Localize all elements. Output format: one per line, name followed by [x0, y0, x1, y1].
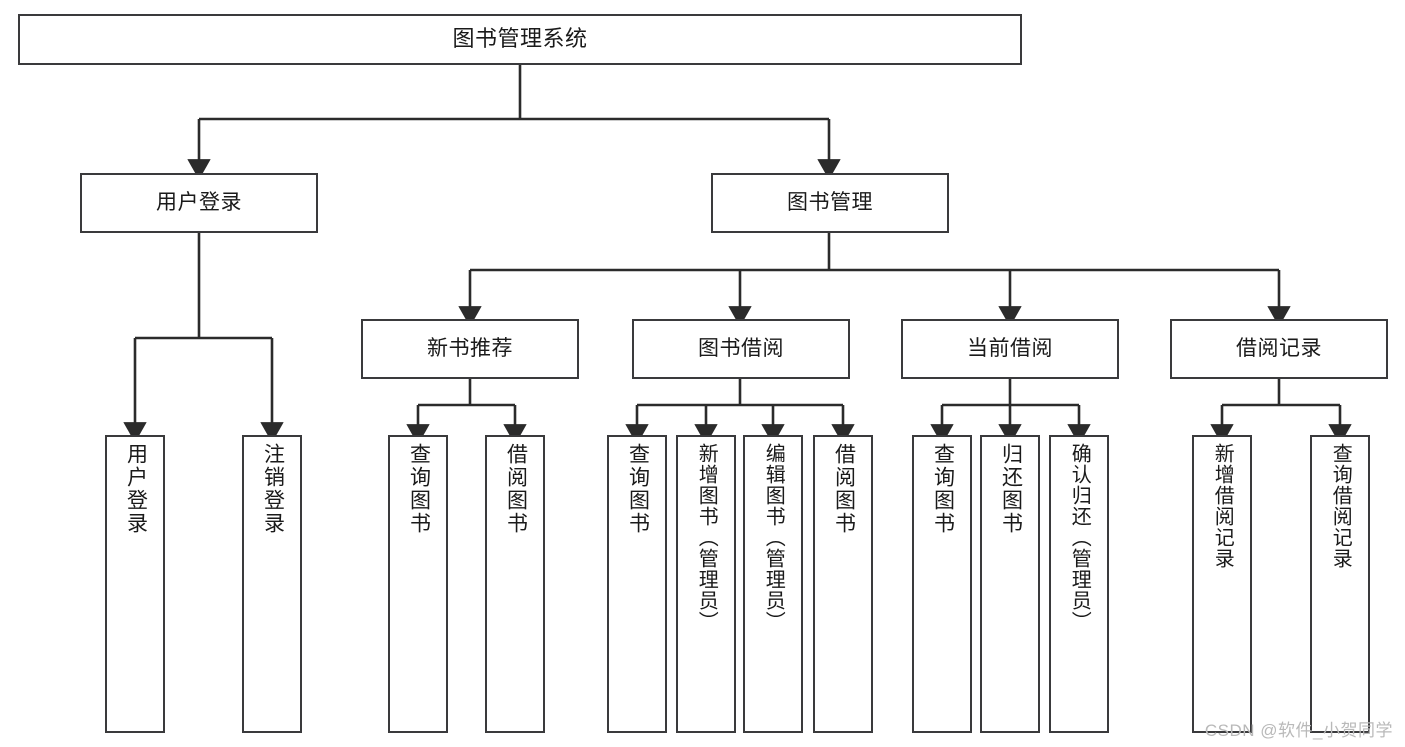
node-label: 当前借阅	[967, 337, 1053, 361]
node-label: 借阅记录	[1236, 337, 1322, 361]
node-label: 查询图书	[931, 443, 955, 535]
node-leaf-add-book-admin[interactable]: 新增图书（管理员）	[676, 435, 736, 733]
node-leaf-user-login[interactable]: 用户登录	[105, 435, 165, 733]
node-label: 图书管理	[787, 191, 873, 215]
node-leaf-borrow-book-recommend[interactable]: 借阅图书	[485, 435, 545, 733]
node-label: 新增图书（管理员）	[695, 443, 718, 632]
node-current-borrow[interactable]: 当前借阅	[901, 319, 1119, 379]
node-leaf-query-borrow-record[interactable]: 查询借阅记录	[1310, 435, 1370, 733]
node-label: 新增借阅记录	[1211, 443, 1234, 569]
node-book-borrow[interactable]: 图书借阅	[632, 319, 850, 379]
node-label: 用户登录	[124, 443, 148, 535]
node-label: 查询图书	[407, 443, 431, 535]
node-label: 查询借阅记录	[1329, 443, 1352, 569]
node-leaf-edit-book-admin[interactable]: 编辑图书（管理员）	[743, 435, 803, 733]
node-root-book-management-system[interactable]: 图书管理系统	[18, 14, 1022, 65]
node-book-management[interactable]: 图书管理	[711, 173, 949, 233]
node-label: 借阅图书	[504, 443, 528, 535]
node-label: 新书推荐	[427, 337, 513, 361]
node-label: 查询图书	[626, 443, 650, 535]
node-label: 用户登录	[156, 191, 242, 215]
node-label: 借阅图书	[832, 443, 856, 535]
node-leaf-query-book-current[interactable]: 查询图书	[912, 435, 972, 733]
node-leaf-confirm-return-admin[interactable]: 确认归还（管理员）	[1049, 435, 1109, 733]
node-label: 图书管理系统	[452, 26, 588, 52]
node-label: 图书借阅	[698, 337, 784, 361]
node-borrow-record[interactable]: 借阅记录	[1170, 319, 1388, 379]
node-leaf-query-book-borrow[interactable]: 查询图书	[607, 435, 667, 733]
node-label: 编辑图书（管理员）	[762, 443, 785, 632]
node-leaf-query-book-recommend[interactable]: 查询图书	[388, 435, 448, 733]
node-leaf-logout[interactable]: 注销登录	[242, 435, 302, 733]
csdn-watermark: CSDN @软件_小贺同学	[1204, 721, 1393, 740]
node-label: 注销登录	[261, 443, 285, 535]
node-leaf-return-book[interactable]: 归还图书	[980, 435, 1040, 733]
node-label: 确认归还（管理员）	[1068, 443, 1091, 632]
node-user-login[interactable]: 用户登录	[80, 173, 318, 233]
node-new-book-recommend[interactable]: 新书推荐	[361, 319, 579, 379]
node-leaf-borrow-book[interactable]: 借阅图书	[813, 435, 873, 733]
node-label: 归还图书	[999, 443, 1023, 535]
node-leaf-add-borrow-record[interactable]: 新增借阅记录	[1192, 435, 1252, 733]
